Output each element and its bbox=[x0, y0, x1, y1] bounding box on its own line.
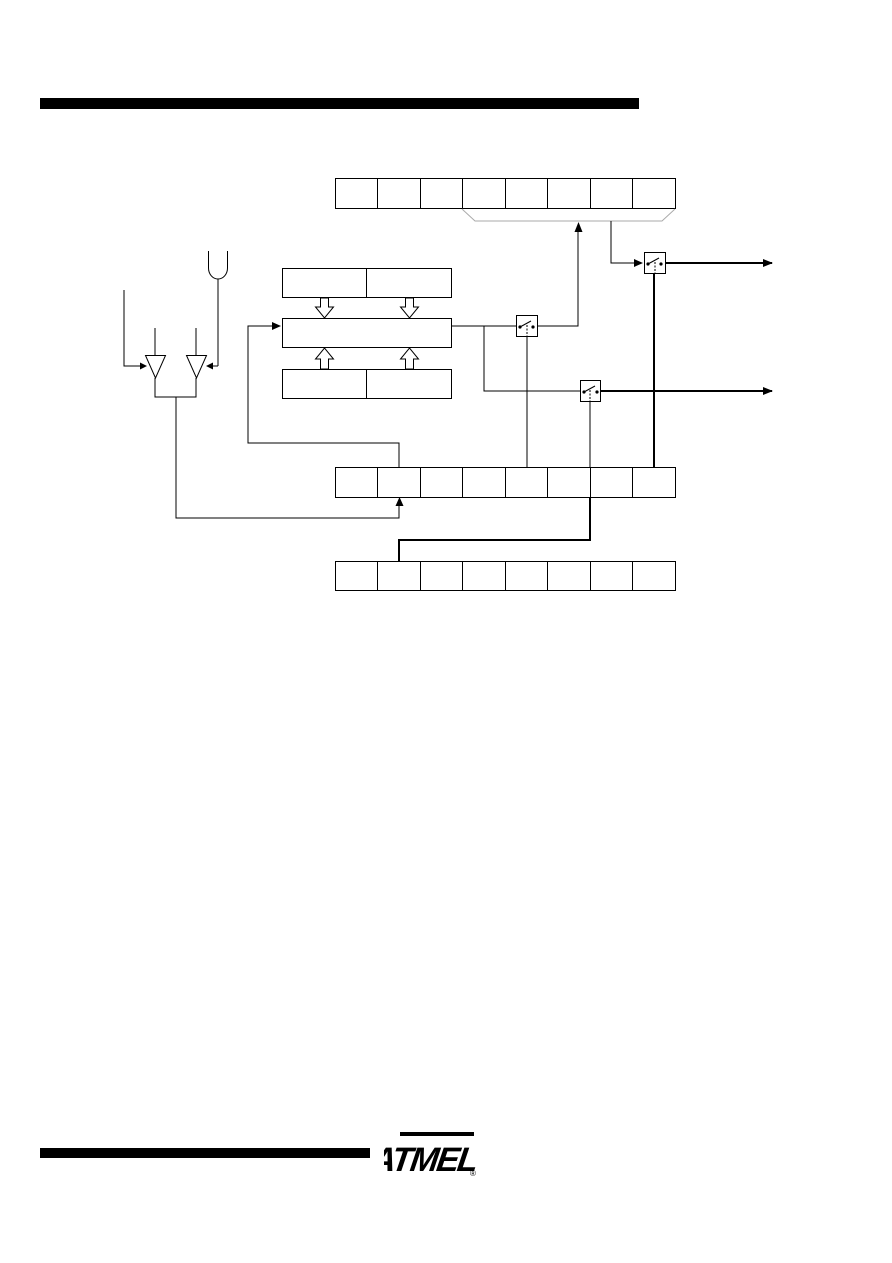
switch-top bbox=[516, 315, 538, 337]
compare-register bbox=[282, 268, 452, 298]
svg-text:ATMEL: ATMEL bbox=[384, 1141, 479, 1179]
header-rule bbox=[40, 98, 639, 109]
lower-register bbox=[335, 561, 676, 591]
input-gate bbox=[208, 251, 228, 280]
counter-output-wires bbox=[452, 232, 591, 467]
register-to-switch bbox=[610, 221, 636, 264]
top-register bbox=[335, 178, 676, 209]
upward-arrowhead bbox=[574, 222, 583, 232]
control-register bbox=[335, 467, 676, 498]
feedback-arrowhead-2 bbox=[272, 322, 281, 330]
switch-in-arrowhead bbox=[634, 259, 643, 267]
timer-counter-register bbox=[282, 318, 452, 348]
switch-right bbox=[644, 252, 666, 274]
comparator-wires bbox=[123, 290, 400, 519]
feedback-arrowhead bbox=[395, 497, 404, 506]
comparator-left bbox=[144, 355, 167, 380]
atmel-logo: ATMEL ® bbox=[384, 1132, 479, 1179]
comparator-right bbox=[185, 355, 208, 380]
switch-middle bbox=[580, 380, 601, 402]
capture-register bbox=[282, 369, 452, 399]
control-to-lower-register bbox=[398, 497, 591, 561]
svg-text:®: ® bbox=[470, 1169, 476, 1178]
footer-rule bbox=[40, 1148, 370, 1158]
feedback-line bbox=[247, 325, 400, 467]
hollow-arrows-up bbox=[314, 347, 420, 370]
register-bracket bbox=[461, 208, 676, 222]
hollow-arrows-down bbox=[314, 297, 420, 319]
